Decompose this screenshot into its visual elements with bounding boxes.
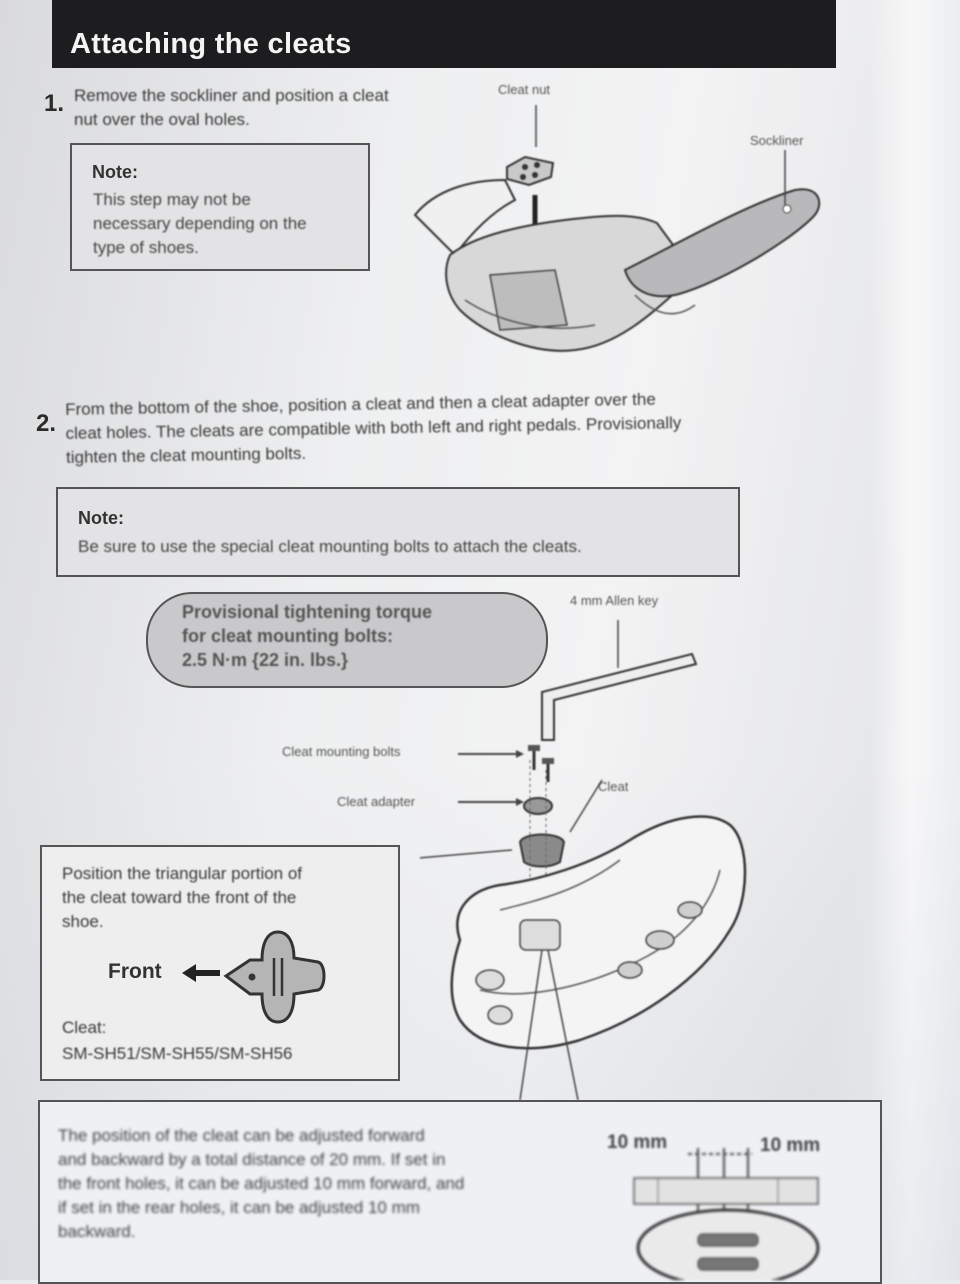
torque-callout bbox=[146, 592, 548, 688]
step1-text-line: nut over the oval holes. bbox=[74, 110, 250, 129]
cleat-nut-label: Cleat nut bbox=[498, 82, 551, 97]
torque-line: for cleat mounting bolts: bbox=[182, 626, 393, 646]
adjustment-text: The position of the cleat can be adjuste… bbox=[58, 1124, 618, 1244]
mounting-bolts-part bbox=[528, 745, 554, 782]
front-arrow-icon bbox=[182, 964, 220, 982]
step2-note-text: Be sure to use the special cleat mountin… bbox=[78, 537, 582, 556]
cleat-top-view-icon bbox=[223, 930, 326, 1024]
orientation-line: Position the triangular portion of bbox=[62, 864, 303, 883]
step1-note-title: Note: bbox=[92, 162, 138, 182]
mounting-bolts-label: Cleat mounting bolts bbox=[282, 744, 401, 759]
step1-number: 1. bbox=[44, 90, 65, 117]
step1-note-box bbox=[70, 143, 370, 271]
step1-note-text: This step may not be necessary depending… bbox=[93, 188, 363, 260]
sockliner-label: Sockliner bbox=[750, 133, 804, 148]
cleat-adapter-label: Cleat adapter bbox=[337, 794, 416, 809]
shoe-sockliner-illustration bbox=[413, 105, 821, 352]
shoe-sole-part bbox=[450, 815, 747, 1050]
sockliner-part bbox=[623, 188, 821, 298]
cleat-orientation-box bbox=[40, 845, 400, 1081]
cleat-adapter-part bbox=[523, 797, 553, 815]
step2-note-box bbox=[56, 487, 740, 577]
orientation-text: Position the triangular portion of the c… bbox=[62, 862, 392, 934]
step2-number: 2. bbox=[36, 410, 57, 437]
adjustment-diagram bbox=[633, 1148, 820, 1280]
note-line: type of shoes. bbox=[93, 238, 199, 257]
allen-key-label: 4 mm Allen key bbox=[570, 593, 659, 608]
dimension-right: 10 mm bbox=[760, 1135, 821, 1156]
front-label: Front bbox=[108, 960, 162, 983]
adjustment-line: if set in the rear holes, it can be adju… bbox=[58, 1198, 420, 1217]
cleat-model-numbers: SM-SH51/SM-SH55/SM-SH56 bbox=[62, 1044, 293, 1063]
note-line: This step may not be bbox=[93, 190, 251, 209]
torque-line: Provisional tightening torque bbox=[182, 602, 433, 622]
cleat-nut-part bbox=[506, 155, 555, 187]
note-line: necessary depending on the bbox=[93, 214, 307, 233]
cleat-mounting-illustration bbox=[420, 620, 747, 1100]
cleat-model-label: Cleat: bbox=[62, 1018, 107, 1037]
step1-text-line: Remove the sockliner and position a clea… bbox=[74, 86, 389, 105]
step1-text: Remove the sockliner and position a clea… bbox=[74, 84, 474, 132]
orientation-line: the cleat toward the front of the bbox=[62, 888, 297, 907]
cleat-part bbox=[518, 833, 566, 868]
page-edge bbox=[870, 0, 960, 1280]
section-title: Attaching the cleats bbox=[70, 28, 352, 60]
adjustment-line: backward. bbox=[58, 1222, 136, 1241]
section-title-bar bbox=[52, 0, 836, 68]
torque-text: Provisional tightening torque for cleat … bbox=[182, 600, 432, 672]
dimension-left: 10 mm bbox=[607, 1132, 668, 1153]
adjustment-line: The position of the cleat can be adjuste… bbox=[58, 1126, 425, 1145]
orientation-line: shoe. bbox=[62, 912, 104, 931]
allen-key-part bbox=[541, 652, 698, 741]
adjustment-line: the front holes, it can be adjusted 10 m… bbox=[58, 1174, 465, 1193]
adjustment-line: and backward by a total distance of 20 m… bbox=[58, 1150, 446, 1169]
torque-line: 2.5 N·m {22 in. lbs.} bbox=[182, 650, 349, 670]
step2-note-title: Note: bbox=[78, 508, 124, 528]
step2-text: From the bottom of the shoe, position a … bbox=[65, 384, 856, 470]
cleat-label: Cleat bbox=[598, 779, 629, 794]
